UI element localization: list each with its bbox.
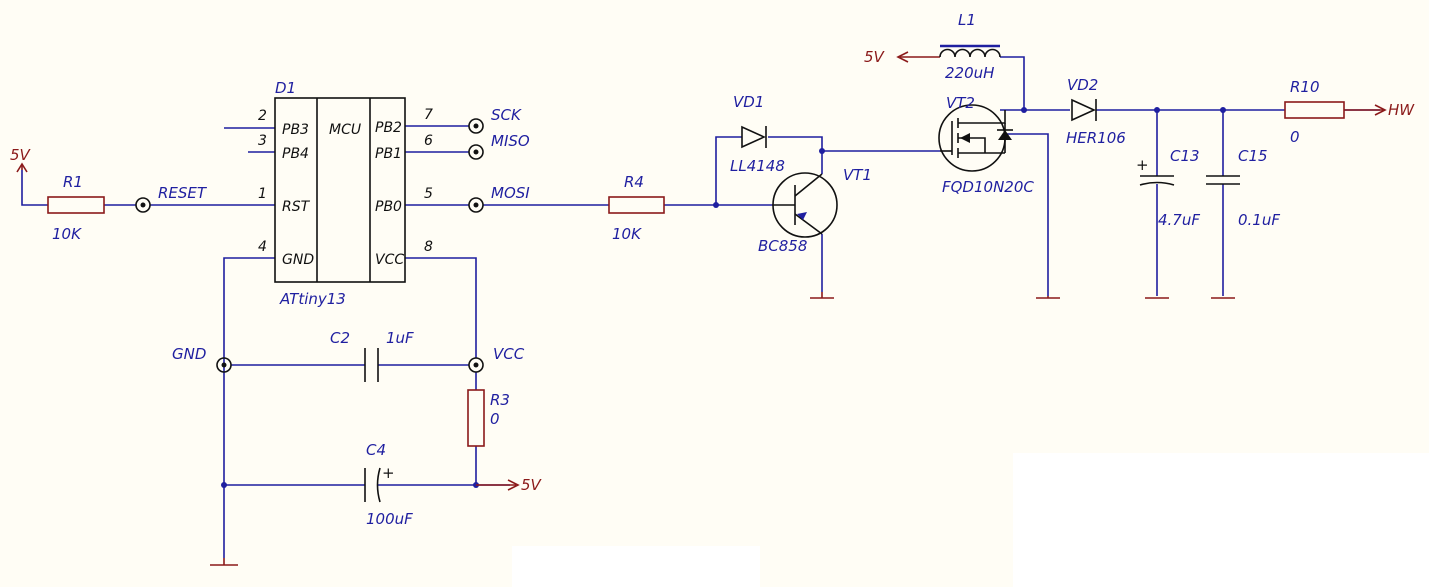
- diode-vd1[interactable]: VD1 LL4148: [730, 93, 785, 175]
- vd2-value: HER106: [1066, 129, 1126, 147]
- ground-symbols: [210, 292, 1235, 566]
- blank-patch-right: [1013, 453, 1429, 587]
- blank-patch-left: [512, 546, 760, 587]
- inductor-l1[interactable]: L1 220uH: [939, 11, 1001, 82]
- power-hw-label: HW: [1388, 101, 1415, 119]
- c15-ref: C15: [1238, 147, 1268, 165]
- power-5v-top-label: 5V: [864, 48, 886, 66]
- vt1-ref: VT1: [843, 166, 872, 184]
- vt1-value: BC858: [758, 237, 807, 255]
- mcu-pin-name-pb1: PB1: [375, 146, 402, 162]
- mcu-pin-name-pb2: PB2: [375, 120, 402, 136]
- c13-plus: +: [1136, 156, 1149, 174]
- resistor-r4[interactable]: R4 10K: [608, 173, 665, 243]
- testpoint-mosi: [468, 197, 484, 213]
- diode-vd2[interactable]: VD2 HER106: [1066, 76, 1126, 147]
- net-label-miso: MISO: [491, 132, 530, 150]
- mcu-pin-num-1: 1: [258, 186, 267, 202]
- c2-value: 1uF: [386, 329, 414, 347]
- mosfet-vt2[interactable]: VT2 FQD10N20C: [938, 94, 1034, 196]
- testpoint-gnd: [216, 357, 232, 373]
- c2-ref: C2: [330, 329, 350, 347]
- net-label-gnd: GND: [172, 345, 206, 363]
- c4-plus: +: [382, 464, 395, 482]
- vt2-ref: VT2: [946, 94, 975, 112]
- mcu-pin-num-2: 2: [258, 108, 267, 124]
- capacitor-c15[interactable]: C15 0.1uF: [1206, 147, 1280, 229]
- transistor-vt1[interactable]: VT1 BC858: [758, 166, 872, 255]
- capacitor-c4[interactable]: + C4 100uF: [364, 441, 413, 528]
- l1-value: 220uH: [945, 64, 994, 82]
- r3-value: 0: [490, 410, 500, 428]
- power-hw: HW: [1344, 101, 1415, 119]
- r3-ref: R3: [490, 391, 510, 409]
- r10-ref: R10: [1290, 78, 1320, 96]
- mcu-pin-num-5: 5: [424, 186, 433, 202]
- mcu-pin-num-4: 4: [258, 239, 267, 255]
- vt2-value: FQD10N20C: [942, 178, 1034, 196]
- power-5v-bottom-label: 5V: [521, 476, 543, 494]
- power-5v-left: 5V: [10, 146, 32, 173]
- mcu-pin-num-6: 6: [424, 133, 433, 149]
- c13-ref: C13: [1170, 147, 1200, 165]
- net-labels: RESET SCK MISO MOSI GND VCC: [158, 106, 530, 363]
- vd1-value: LL4148: [730, 157, 785, 175]
- r10-value: 0: [1290, 128, 1300, 146]
- junctions: [221, 107, 1226, 488]
- capacitor-c2[interactable]: C2 1uF: [330, 329, 414, 382]
- power-5v-left-label: 5V: [10, 146, 32, 164]
- mcu-core-label: MCU: [329, 122, 361, 138]
- resistor-r3[interactable]: R3 0: [467, 389, 510, 447]
- mcu-pin-num-3: 3: [258, 133, 267, 149]
- power-5v-top: 5V: [864, 48, 940, 66]
- capacitor-c13[interactable]: + C13 4.7uF: [1136, 147, 1200, 229]
- l1-ref: L1: [958, 11, 976, 29]
- c4-value: 100uF: [366, 510, 413, 528]
- mcu-d1[interactable]: D1 ATtiny13 MCU PB3 PB4 RST GND 2 3 1 4 …: [258, 79, 433, 308]
- mcu-pin-name-pb4: PB4: [282, 146, 309, 162]
- c15-value: 0.1uF: [1238, 211, 1280, 229]
- r4-value: 10K: [612, 225, 642, 243]
- mcu-body: [274, 97, 406, 283]
- mcu-ref: D1: [275, 79, 296, 97]
- vd2-ref: VD2: [1067, 76, 1098, 94]
- r1-value: 10K: [52, 225, 82, 243]
- r1-ref: R1: [63, 173, 83, 191]
- vd1-ref: VD1: [733, 93, 764, 111]
- c13-value: 4.7uF: [1158, 211, 1200, 229]
- mcu-pin-name-pb0: PB0: [375, 199, 402, 215]
- c4-ref: C4: [366, 441, 386, 459]
- mcu-pin-name-pb3: PB3: [282, 122, 309, 138]
- testpoint-reset: [135, 197, 151, 213]
- testpoint-sck: [468, 118, 484, 134]
- power-5v-bottom: 5V: [476, 476, 543, 494]
- r4-ref: R4: [624, 173, 644, 191]
- net-label-sck: SCK: [491, 106, 522, 124]
- mcu-part: ATtiny13: [279, 290, 346, 308]
- resistor-r10[interactable]: R10 0: [1284, 78, 1345, 146]
- mcu-pin-name-rst: RST: [282, 199, 311, 215]
- mcu-pin-name-gnd: GND: [282, 252, 314, 268]
- net-label-mosi: MOSI: [491, 184, 530, 202]
- mcu-pin-num-7: 7: [424, 107, 433, 123]
- test-points[interactable]: [135, 118, 484, 373]
- resistor-r1[interactable]: R1 10K: [47, 173, 105, 243]
- testpoint-vcc: [468, 357, 484, 373]
- testpoint-miso: [468, 144, 484, 160]
- mcu-pin-name-vcc: VCC: [375, 252, 404, 268]
- mcu-pin-num-8: 8: [424, 239, 433, 255]
- net-label-vcc: VCC: [493, 345, 525, 363]
- net-label-reset: RESET: [158, 184, 208, 202]
